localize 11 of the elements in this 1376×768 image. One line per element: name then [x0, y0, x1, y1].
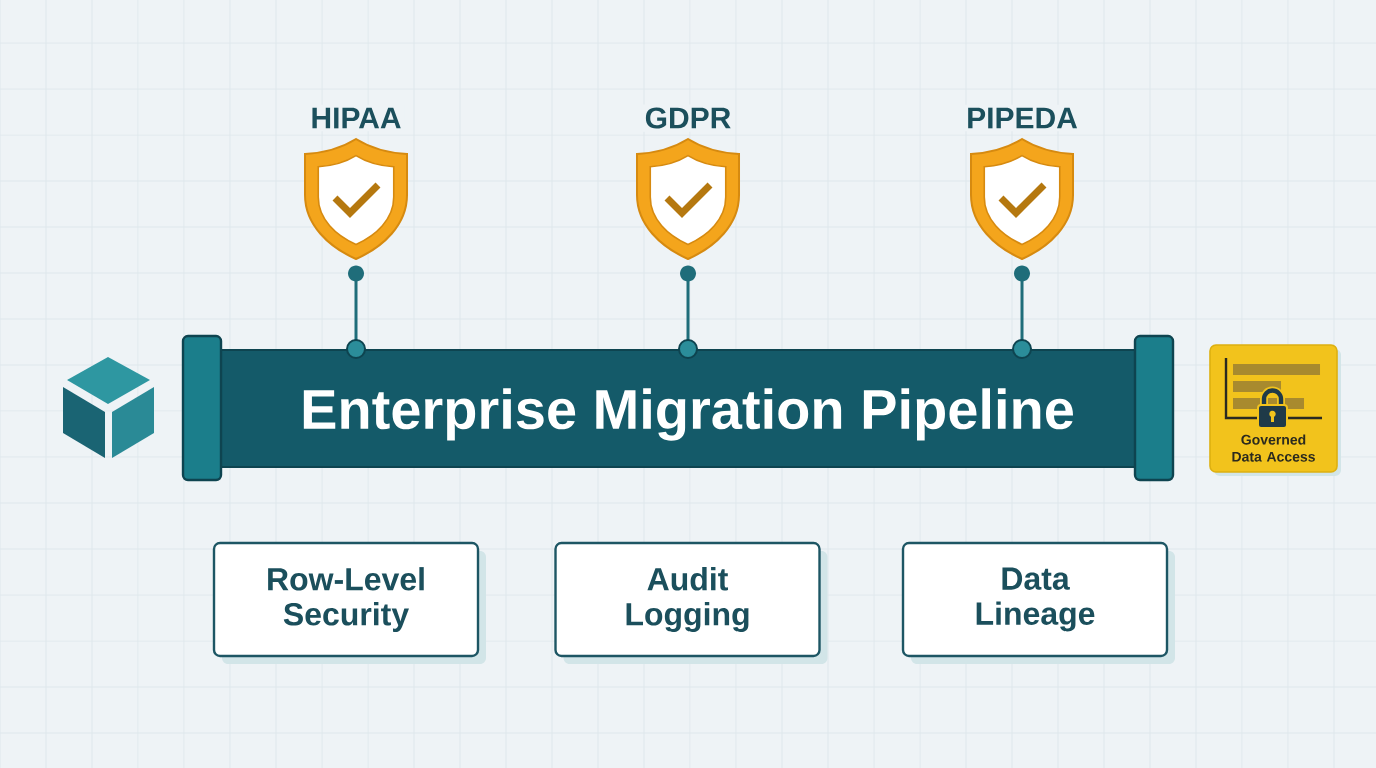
cube-icon — [63, 357, 154, 458]
shield-label: HIPAA — [307, 104, 405, 132]
shield-label: PIPEDA — [963, 104, 1081, 132]
feature-box: Audit Logging — [554, 541, 828, 664]
connector-line — [1012, 265, 1032, 359]
pipeline-band: Enterprise Migration Pipeline — [181, 334, 1175, 482]
feature-box: Row-Level Security — [212, 541, 486, 664]
shield-label: GDPR — [641, 104, 735, 132]
connector-line — [346, 265, 366, 359]
connector-line — [678, 265, 698, 359]
feature-box: Data Lineage — [901, 541, 1175, 664]
